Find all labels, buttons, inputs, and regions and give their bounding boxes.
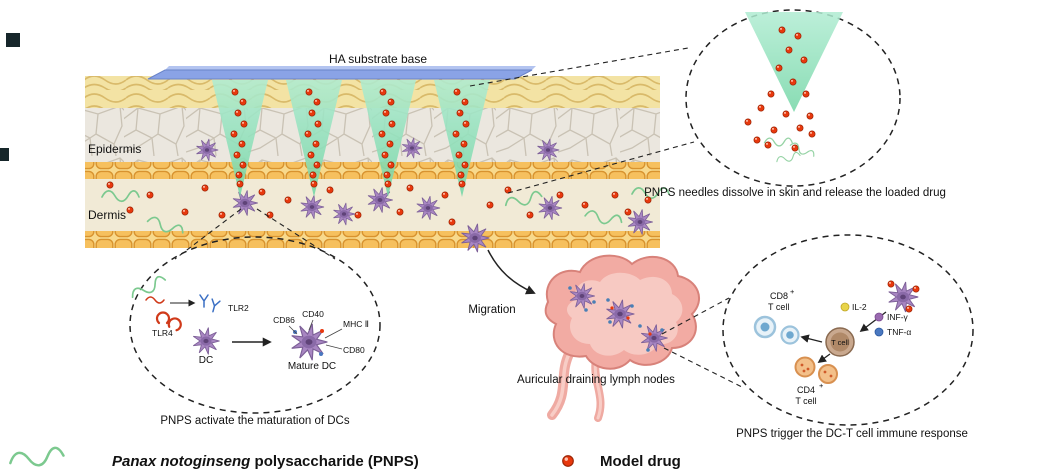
tlr4-label: TLR4 — [152, 328, 173, 338]
cd80-label: CD80 — [343, 345, 365, 355]
lymph-red-dots — [610, 306, 652, 336]
substrate-front-face — [147, 69, 533, 80]
dc-leader-left — [174, 208, 242, 260]
artifact-square-left — [0, 148, 9, 161]
tlr2-receptor-icon — [199, 294, 209, 308]
tcell-to-cd4-arrow — [817, 353, 831, 363]
tnfa-label: TNF-α — [887, 327, 911, 337]
tcell-inset: CD8 + T cell IL-2 INF-γ TNF-α T cell CD4 — [661, 234, 974, 440]
cd4-cells — [794, 356, 838, 384]
cd4-label: CD4 — [797, 385, 815, 395]
infg-dot — [874, 312, 884, 322]
tcell-label: T cell — [831, 338, 849, 347]
released-pnps-squiggles — [763, 137, 817, 165]
cd40-leader — [308, 319, 314, 331]
dc-inset-circle — [129, 236, 381, 414]
il2-dot — [840, 302, 850, 312]
ha-substrate: HA substrate base — [147, 52, 536, 80]
tcell-leader-bottom — [663, 347, 743, 388]
migration-arrow-group: Migration — [468, 249, 536, 316]
red-squiggle-icon — [145, 296, 165, 304]
tlr2-receptor-icon — [208, 298, 221, 314]
dermis-layer — [85, 179, 660, 231]
dc-maturation-inset: TLR2 TLR4 DC CD86 CD40 MHC Ⅱ CD80 Mature… — [128, 208, 381, 427]
mhc2-leader — [324, 328, 343, 339]
migration-arrow — [487, 249, 536, 295]
tnfa-dot — [874, 327, 884, 337]
il2-label: IL-2 — [852, 302, 867, 312]
cd8-cells — [753, 315, 800, 345]
mature-dc-label: Mature DC — [288, 361, 336, 372]
tcell-inset-circle — [722, 234, 974, 426]
pnps-legend-regular: polysaccharide (PNPS) — [250, 453, 418, 470]
mhc2-label: MHC Ⅱ — [343, 319, 369, 329]
release-inset: PNPS needles dissolve in skin and releas… — [469, 9, 946, 199]
cd40-label: CD40 — [302, 309, 324, 319]
epidermis-label: Epidermis — [88, 142, 141, 156]
antigen-presenting-dc — [887, 280, 920, 313]
immature-dc-cell — [192, 327, 221, 355]
dissolving-needle — [745, 12, 843, 112]
cd86-leader — [288, 325, 298, 335]
legend: Panax notoginseng polysaccharide (PNPS) … — [7, 445, 681, 471]
microneedle — [286, 80, 342, 197]
basal-cell-row — [85, 162, 660, 179]
lower-cell-row — [85, 231, 660, 248]
dc-leader-right — [256, 208, 336, 260]
cd8-label: CD8 — [770, 291, 788, 301]
cd8-plus: + — [790, 287, 795, 296]
tcell-to-cd8-arrow — [800, 334, 823, 343]
migration-label: Migration — [468, 304, 515, 316]
cd4-tcell-label: T cell — [795, 396, 816, 406]
model-drug-label: Model drug — [600, 453, 681, 470]
tcell-leader-top — [661, 297, 730, 335]
cd80-leader — [325, 344, 343, 350]
dc-label: DC — [199, 355, 213, 366]
pnps-legend-italic: Panax notoginseng — [112, 453, 250, 470]
artifact-square-top — [6, 33, 20, 47]
infg-label: INF-γ — [887, 312, 909, 322]
model-drug-icon — [561, 454, 575, 468]
lymph-blue-dots — [568, 286, 664, 352]
t-cell: T cell — [825, 327, 855, 357]
skin-cross-section: Epidermis Dermis — [85, 76, 660, 248]
lymph-nodes-label: Auricular draining lymph nodes — [517, 374, 675, 386]
lymph-vessel-core — [550, 350, 572, 417]
pnps-icon — [7, 445, 66, 471]
release-inset-circle — [685, 9, 901, 187]
dc-inset-caption: PNPS activate the maturation of DCs — [160, 415, 349, 427]
microneedle — [360, 80, 416, 197]
cd4-plus: + — [819, 381, 824, 390]
cd86-label: CD86 — [273, 315, 295, 325]
lymph-node: Auricular draining lymph nodes — [517, 254, 700, 422]
pnps-legend-label: Panax notoginseng polysaccharide (PNPS) — [112, 453, 419, 470]
microneedle — [434, 80, 490, 197]
substrate-top-face — [165, 66, 536, 70]
tlr2-label: TLR2 — [228, 303, 249, 313]
dermis-label: Dermis — [88, 208, 126, 222]
release-caption: PNPS needles dissolve in skin and releas… — [644, 187, 946, 199]
ha-substrate-label: HA substrate base — [329, 52, 427, 66]
tcell-inset-caption: PNPS trigger the DC-T cell immune respon… — [736, 428, 968, 440]
release-leader-top — [469, 47, 689, 87]
microneedle-array — [212, 80, 490, 197]
tlr4-receptor-icon — [155, 311, 171, 325]
microneedle — [212, 80, 268, 197]
cd8-tcell-label: T cell — [768, 302, 789, 312]
